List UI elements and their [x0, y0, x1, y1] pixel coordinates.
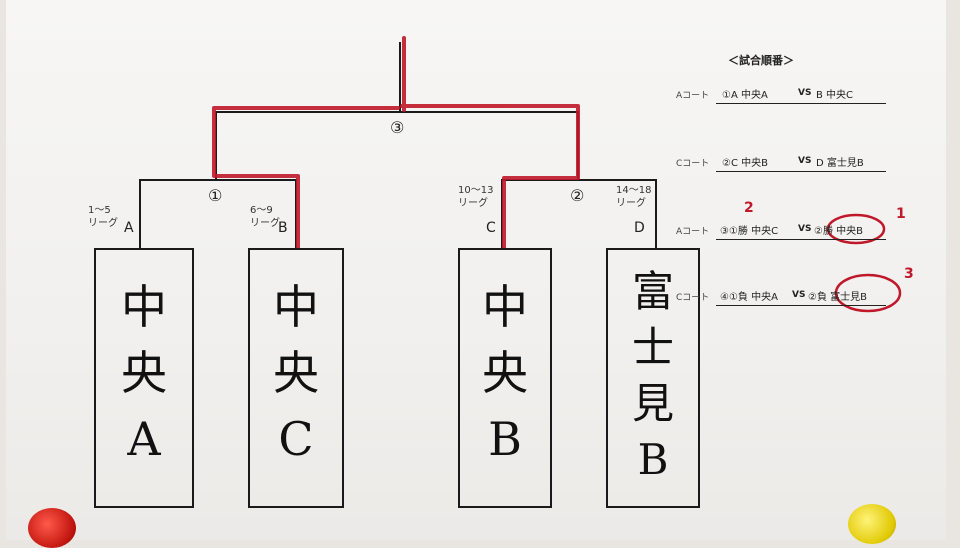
- match-number-2: ②: [570, 186, 584, 205]
- order-underline: [716, 239, 886, 240]
- slot-b: B: [278, 220, 288, 236]
- order-underline: [716, 103, 886, 104]
- order-vs: VS: [798, 88, 811, 98]
- league-note-c: 10～13 リーグ: [458, 184, 493, 210]
- order-vs: VS: [792, 290, 805, 300]
- order-row: Aコート ①A 中央A VS B 中央C: [676, 86, 886, 106]
- team-box-d: 富 士 見 B: [606, 248, 700, 508]
- order-left: ②C 中央B: [722, 154, 768, 169]
- team-name: 中 央 A: [96, 274, 192, 472]
- match-number-3: ③: [390, 118, 404, 137]
- order-court: Cコート: [676, 156, 709, 169]
- order-left: ①A 中央A: [722, 86, 768, 101]
- winner-path-left: [214, 108, 398, 248]
- team-name: 中 央 B: [460, 274, 550, 472]
- order-row: Aコート ③①勝 中央C VS ②勝 中央B: [676, 222, 886, 242]
- order-right: ②勝 中央B: [814, 222, 863, 237]
- order-vs: VS: [798, 224, 811, 234]
- order-underline: [716, 305, 886, 306]
- order-row: Cコート ②C 中央B VS D 富士見B: [676, 154, 886, 174]
- order-title: ＜試合順番＞: [728, 52, 794, 68]
- annotation-number: 2: [744, 200, 754, 216]
- yellow-magnet: [848, 504, 896, 544]
- slot-c: C: [486, 220, 496, 236]
- order-right: B 中央C: [816, 86, 853, 101]
- team-box-b: 中 央 C: [248, 248, 344, 508]
- order-court: Cコート: [676, 290, 709, 303]
- order-vs: VS: [798, 156, 811, 166]
- order-right: D 富士見B: [816, 154, 864, 169]
- league-note-d: 14～18 リーグ: [616, 184, 651, 210]
- order-right: ②負 富士見B: [808, 288, 867, 303]
- team-name: 中 央 C: [250, 274, 342, 472]
- team-box-c: 中 央 B: [458, 248, 552, 508]
- order-court: Aコート: [676, 224, 709, 237]
- order-left: ④①負 中央A: [720, 288, 778, 303]
- team-box-a: 中 央 A: [94, 248, 194, 508]
- league-note-a: 1～5 リーグ: [88, 204, 118, 230]
- league-note-b: 6～9 リーグ: [250, 204, 280, 230]
- slot-a: A: [124, 220, 134, 236]
- red-magnet: [28, 508, 76, 548]
- annotation-number: 3: [904, 266, 914, 282]
- order-underline: [716, 171, 886, 172]
- annotation-number: 1: [896, 206, 906, 222]
- order-left: ③①勝 中央C: [720, 222, 778, 237]
- match-number-1: ①: [208, 186, 222, 205]
- slot-d: D: [634, 220, 645, 236]
- order-court: Aコート: [676, 88, 709, 101]
- order-row: Cコート ④①負 中央A VS ②負 富士見B: [676, 288, 886, 308]
